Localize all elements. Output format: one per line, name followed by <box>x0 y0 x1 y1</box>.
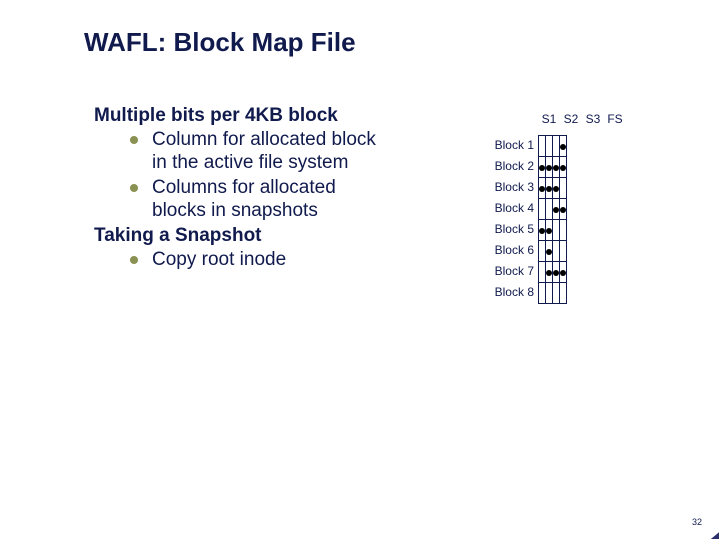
block-map-cell <box>538 177 546 199</box>
allocated-dot-icon <box>539 228 545 234</box>
bullet-dot-icon <box>130 184 138 192</box>
allocated-dot-icon <box>546 228 552 234</box>
block-map-cell <box>538 198 546 220</box>
diagram-row-labels: Block 1 Block 2 Block 3 Block 4 Block 5 Block… <box>480 135 534 303</box>
netapp-logo-icon <box>65 459 205 501</box>
block-map-cell <box>559 282 567 304</box>
row-label: Block 6 <box>494 243 534 257</box>
block-map-cell <box>552 198 560 220</box>
bullet-dot-icon <box>130 136 138 144</box>
block-map-cell <box>552 135 560 157</box>
table-row <box>538 135 567 157</box>
column-header-s1: S1 <box>541 112 557 126</box>
block-map-cell <box>545 219 553 241</box>
block-map-cell <box>545 177 553 199</box>
table-row <box>538 282 567 304</box>
bullet-dot-icon <box>130 256 138 264</box>
allocated-dot-icon <box>553 165 559 171</box>
allocated-dot-icon <box>560 144 566 150</box>
bullet-text-line: in the active file system <box>152 152 349 173</box>
allocated-dot-icon <box>546 165 552 171</box>
logo-name-light: Network <box>35 501 95 520</box>
column-header-fs: FS <box>607 112 623 126</box>
column-header-s2: S2 <box>563 112 579 126</box>
block-map-cell <box>538 240 546 262</box>
block-map-cell <box>552 177 560 199</box>
block-map-cell <box>552 219 560 241</box>
allocated-dot-icon <box>560 270 566 276</box>
block-map-cell <box>559 240 567 262</box>
allocated-dot-icon <box>560 165 566 171</box>
block-map-cell <box>559 135 567 157</box>
table-row <box>538 240 567 262</box>
row-label: Block 1 <box>494 138 534 152</box>
block-map-cell <box>545 282 553 304</box>
block-map-cell <box>552 261 560 283</box>
allocated-dot-icon <box>553 207 559 213</box>
row-label: Block 8 <box>494 285 534 299</box>
bullet-text-line: Copy root inode <box>152 249 287 270</box>
allocated-dot-icon <box>546 186 552 192</box>
table-row <box>538 198 567 220</box>
allocated-dot-icon <box>560 207 566 213</box>
logo-wordmark: NetworkAppliance® <box>35 501 205 521</box>
allocated-dot-icon <box>539 186 545 192</box>
allocated-dot-icon <box>546 270 552 276</box>
page-title: WAFL: Block Map File <box>84 27 356 57</box>
netapp-mark-svg <box>73 464 122 497</box>
content-heading: Multiple bits per 4KB block <box>94 105 338 126</box>
block-map-cell <box>538 156 546 178</box>
row-label: Block 5 <box>494 222 534 236</box>
block-map-cell <box>552 240 560 262</box>
block-map-cell <box>538 135 546 157</box>
row-label: Block 2 <box>494 159 534 173</box>
block-map-cell <box>559 261 567 283</box>
bullet-text-line: blocks in snapshots <box>152 200 318 221</box>
table-row <box>538 156 567 178</box>
page-number: 32 <box>691 517 702 527</box>
block-map-cell <box>545 156 553 178</box>
logo-name-bold: Appliance <box>94 503 171 520</box>
allocated-dot-icon <box>539 165 545 171</box>
block-map-cell <box>538 282 546 304</box>
content-heading: Taking a Snapshot <box>94 225 262 246</box>
diagram-grid-wrap <box>480 135 567 304</box>
brand-logo: NetworkAppliance® <box>35 459 205 521</box>
block-map-cell <box>545 261 553 283</box>
block-map-cell <box>559 156 567 178</box>
row-label: Block 4 <box>494 201 534 215</box>
column-header-s3: S3 <box>585 112 601 126</box>
block-map-cell <box>559 198 567 220</box>
block-map-cell <box>559 219 567 241</box>
block-map-cell <box>545 135 553 157</box>
block-map-cell <box>552 282 560 304</box>
allocated-dot-icon <box>546 249 552 255</box>
content-bullet-item: Copy root inode <box>94 248 474 271</box>
block-map-cell <box>552 156 560 178</box>
bullet-text-line: Column for allocated block <box>152 129 376 150</box>
block-map-cell <box>538 219 546 241</box>
row-label: Block 7 <box>494 264 534 278</box>
block-map-cell <box>545 198 553 220</box>
block-map-cell <box>538 261 546 283</box>
white-panel-top-fill <box>120 0 719 40</box>
table-row <box>538 261 567 283</box>
allocated-dot-icon <box>553 186 559 192</box>
bullet-text-line: Columns for allocated <box>152 177 336 198</box>
block-map-cell <box>559 177 567 199</box>
table-row <box>538 177 567 199</box>
block-map-cell <box>545 240 553 262</box>
table-row <box>538 219 567 241</box>
diagram-column-headers: S1 S2 S3 FS <box>538 112 626 126</box>
row-label: Block 3 <box>494 180 534 194</box>
allocated-dot-icon <box>553 270 559 276</box>
block-map-table <box>538 135 567 304</box>
registered-mark: ® <box>170 502 178 512</box>
